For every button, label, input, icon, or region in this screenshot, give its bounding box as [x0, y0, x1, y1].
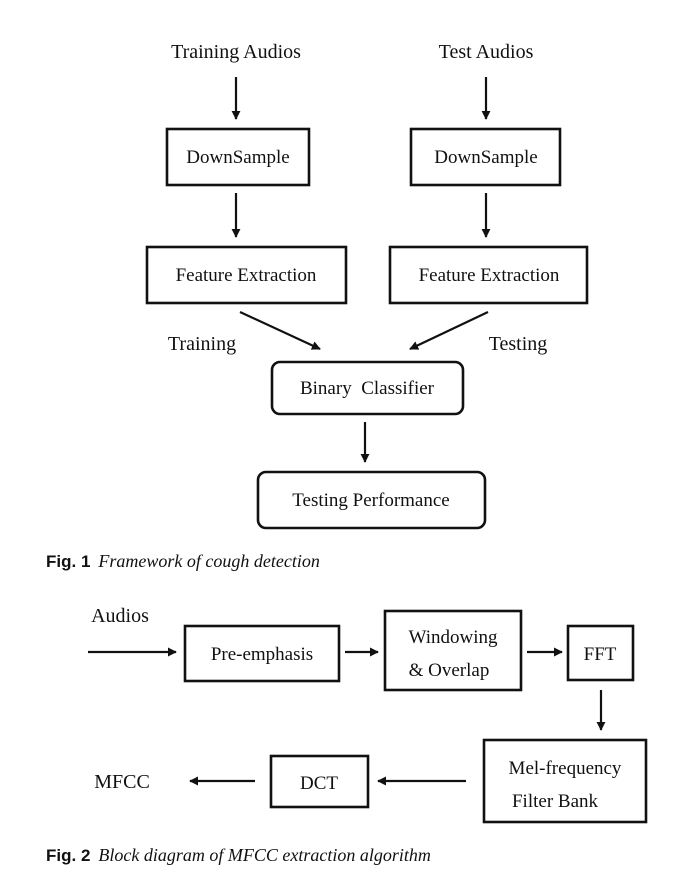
downsample-left-label: DownSample	[186, 147, 289, 168]
binary-classifier-label: Binary Classifier	[300, 378, 435, 399]
mel-filter-bank-label-line1: Mel-frequency	[509, 758, 622, 779]
windowing-box	[383, 609, 523, 692]
feature-extraction-right-box	[388, 245, 589, 305]
mel-filter-bank-label-line2: Filter Bank	[512, 791, 599, 812]
fig1-caption-number: Fig. 1	[46, 552, 91, 571]
windowing-label-line1: Windowing	[409, 627, 498, 648]
feature-extraction-right-label: Feature Extraction	[419, 265, 560, 286]
testing-label: Testing	[489, 333, 548, 355]
testing-performance-label: Testing Performance	[292, 490, 449, 511]
fig2-diagram: Audios Pre-emphasis Windowing & Overlap …	[88, 605, 648, 824]
fig2-caption-number: Fig. 2	[46, 846, 91, 865]
dct-box	[269, 754, 370, 809]
arrow-feature-left-to-classifier	[239, 311, 321, 350]
fig2-caption-text: Block diagram of MFCC extraction algorit…	[98, 845, 431, 865]
arrow-feature-right-to-classifier	[409, 311, 489, 350]
fig1-diagram: Training Audios Test Audios DownSample D…	[145, 41, 589, 530]
dct-label: DCT	[300, 773, 338, 794]
fig1-caption-text: Framework of cough detection	[98, 551, 320, 571]
downsample-left-box	[165, 127, 311, 187]
feature-extraction-left-label: Feature Extraction	[176, 265, 317, 286]
fig2-caption: Fig. 2 Block diagram of MFCC extraction a…	[46, 845, 431, 866]
test-audios-label: Test Audios	[439, 41, 534, 63]
training-label: Training	[168, 333, 236, 355]
mfcc-label: MFCC	[94, 771, 150, 793]
pre-emphasis-box	[183, 624, 341, 683]
downsample-right-label: DownSample	[434, 147, 537, 168]
fft-box	[566, 624, 635, 682]
mel-filter-bank-box	[482, 738, 648, 824]
fft-label: FFT	[584, 644, 617, 665]
testing-performance-box	[256, 470, 487, 530]
training-audios-label: Training Audios	[171, 41, 301, 63]
fig1-caption: Fig. 1 Framework of cough detection	[46, 551, 320, 572]
downsample-right-box	[409, 127, 562, 187]
feature-extraction-left-box	[145, 245, 348, 305]
binary-classifier-box	[270, 360, 465, 416]
windowing-label-line2: & Overlap	[409, 660, 490, 681]
pre-emphasis-label: Pre-emphasis	[211, 644, 313, 665]
audios-label: Audios	[91, 605, 149, 627]
